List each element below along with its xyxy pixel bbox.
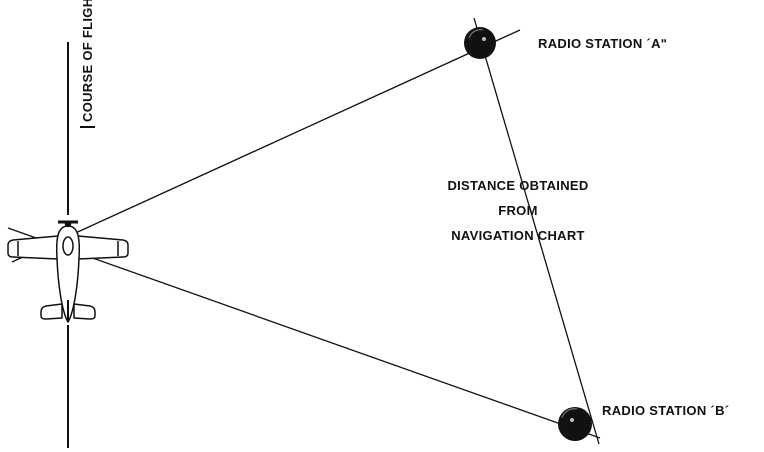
distance-label-line-3: NAVIGATION CHART	[451, 228, 585, 243]
radio-station-a-icon	[464, 27, 496, 59]
distance-annotation: DISTANCE OBTAINED FROM NAVIGATION CHART	[412, 173, 624, 248]
radio-station-b-icon	[558, 407, 592, 441]
bearing-line-a	[11, 29, 521, 263]
course-of-flight-label: COURSE OF FLIGHT	[80, 0, 95, 128]
station-b-label: RADIO STATION ´B´	[602, 403, 730, 418]
bearing-line-b	[7, 227, 601, 439]
distance-label-line-2: FROM	[498, 203, 538, 218]
station-baseline	[473, 17, 600, 445]
distance-label-line-1: DISTANCE OBTAINED	[447, 178, 589, 193]
airplane-icon	[7, 220, 129, 323]
station-a-label: RADIO STATION ´Aʺ	[538, 36, 668, 51]
